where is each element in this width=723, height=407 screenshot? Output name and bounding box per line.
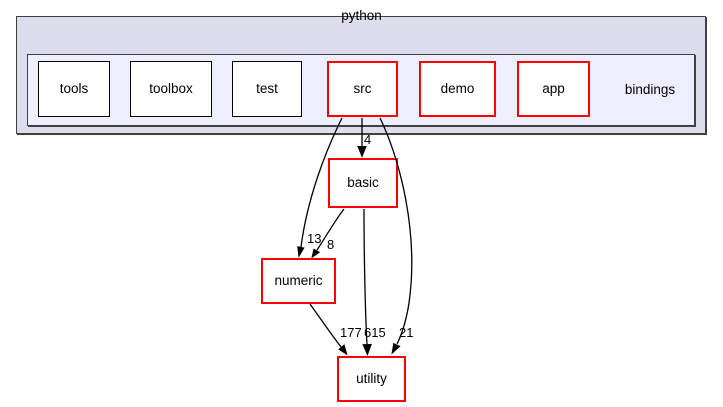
node-app[interactable]: app [517, 61, 590, 117]
node-toolbox[interactable]: toolbox [130, 61, 212, 117]
node-tools[interactable]: tools [38, 61, 110, 117]
node-src[interactable]: src [327, 61, 398, 117]
node-numeric[interactable]: numeric [261, 258, 336, 304]
edge-basic-utility-arrowhead [362, 343, 372, 356]
edge-basic-numeric-arrowhead [311, 248, 321, 259]
edge-src-utility [379, 117, 413, 355]
edge-label-numeric-utility: 177 [340, 325, 362, 340]
cluster-bindings-label: bindings [624, 82, 676, 97]
edge-numeric-utility [309, 303, 348, 356]
cluster-python-label: python [341, 8, 382, 23]
node-basic[interactable]: basic [328, 158, 398, 208]
edge-src-utility-arrowhead [391, 342, 401, 355]
edge-label-src-basic: 4 [364, 132, 371, 147]
node-test[interactable]: test [232, 61, 302, 117]
edge-label-basic-utility: 615 [364, 325, 386, 340]
edge-src-numeric-arrowhead [297, 246, 305, 258]
edge-basic-numeric-path [316, 208, 345, 251]
edge-label-src-utility: 21 [399, 325, 413, 340]
edge-basic-numeric [311, 208, 345, 259]
edge-src-utility-path [379, 117, 413, 345]
edge-basic-utility [362, 208, 372, 356]
edge-label-src-numeric: 13 [307, 231, 321, 246]
node-utility[interactable]: utility [337, 356, 406, 402]
edge-numeric-utility-path [309, 303, 342, 348]
edge-basic-utility-path [363, 208, 368, 345]
edge-label-basic-numeric: 8 [327, 237, 334, 252]
node-demo[interactable]: demo [419, 61, 496, 117]
edge-numeric-utility-arrowhead [338, 344, 348, 356]
edge-src-basic-arrowhead [357, 146, 367, 158]
